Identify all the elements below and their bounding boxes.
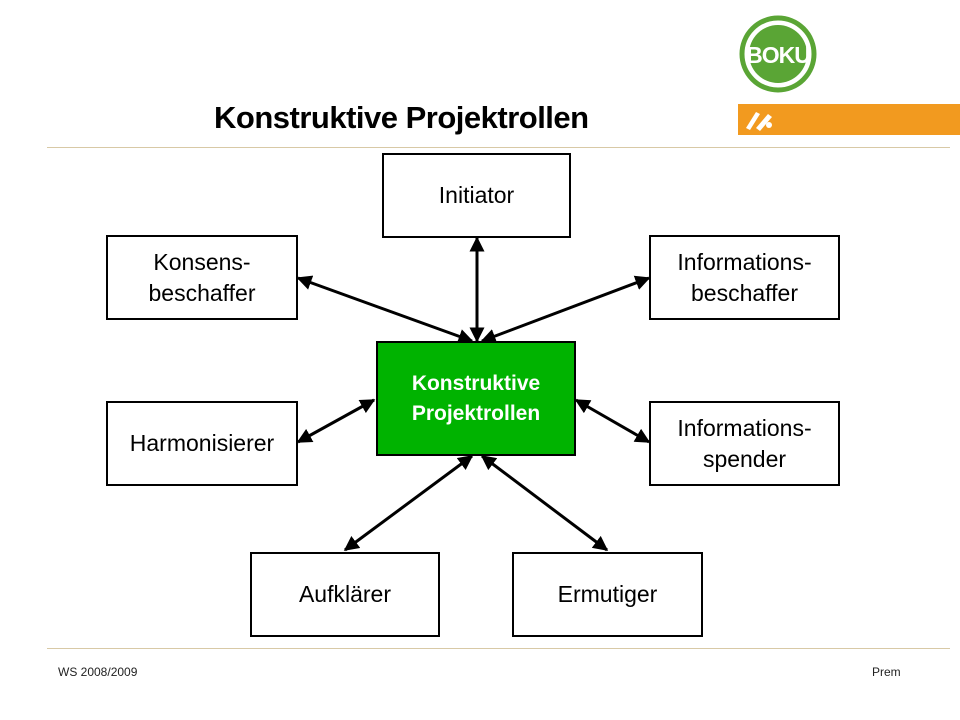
- role-informationsbeschaffer: Informations- beschaffer: [649, 235, 840, 320]
- role-konsensbeschaffer: Konsens- beschaffer: [106, 235, 298, 320]
- role-harmonisierer: Harmonisierer: [106, 401, 298, 486]
- arrow-konsens: [296, 275, 474, 344]
- role-initiator: Initiator: [382, 153, 571, 238]
- footer-divider: [47, 648, 950, 649]
- svg-text:BOKU: BOKU: [746, 42, 810, 68]
- role-harmonisierer-label: Harmonisierer: [129, 430, 275, 456]
- role-informationsspender-label: Informations- spender: [677, 414, 812, 472]
- page-title: Konstruktive Projektrollen: [214, 100, 589, 135]
- center-node-label: Konstruktive Projektrollen: [411, 371, 541, 425]
- role-ermutiger-label: Ermutiger: [557, 581, 658, 607]
- footer-semester: WS 2008/2009: [58, 665, 138, 679]
- footer-author: Prem: [872, 665, 901, 679]
- role-informationsspender: Informations- spender: [649, 401, 840, 486]
- boku-mark-icon: [746, 112, 772, 131]
- center-node: Konstruktive Projektrollen: [376, 341, 576, 456]
- arrow-info-beschaffer: [480, 275, 651, 344]
- role-aufklaerer-label: Aufklärer: [298, 581, 392, 607]
- header-orange-band: [738, 104, 960, 135]
- arrow-aufklaerer: [343, 454, 474, 552]
- arrow-harmonisierer: [296, 398, 376, 444]
- arrow-ermutiger: [480, 454, 609, 552]
- role-informationsbeschaffer-label: Informations- beschaffer: [677, 248, 812, 306]
- role-ermutiger: Ermutiger: [512, 552, 703, 637]
- role-initiator-label: Initiator: [438, 182, 515, 208]
- role-aufklaerer: Aufklärer: [250, 552, 440, 637]
- boku-logo: BOKU: [739, 15, 817, 93]
- header-divider: [47, 147, 950, 148]
- arrow-info-spender: [574, 398, 651, 444]
- role-konsensbeschaffer-label: Konsens- beschaffer: [148, 248, 256, 306]
